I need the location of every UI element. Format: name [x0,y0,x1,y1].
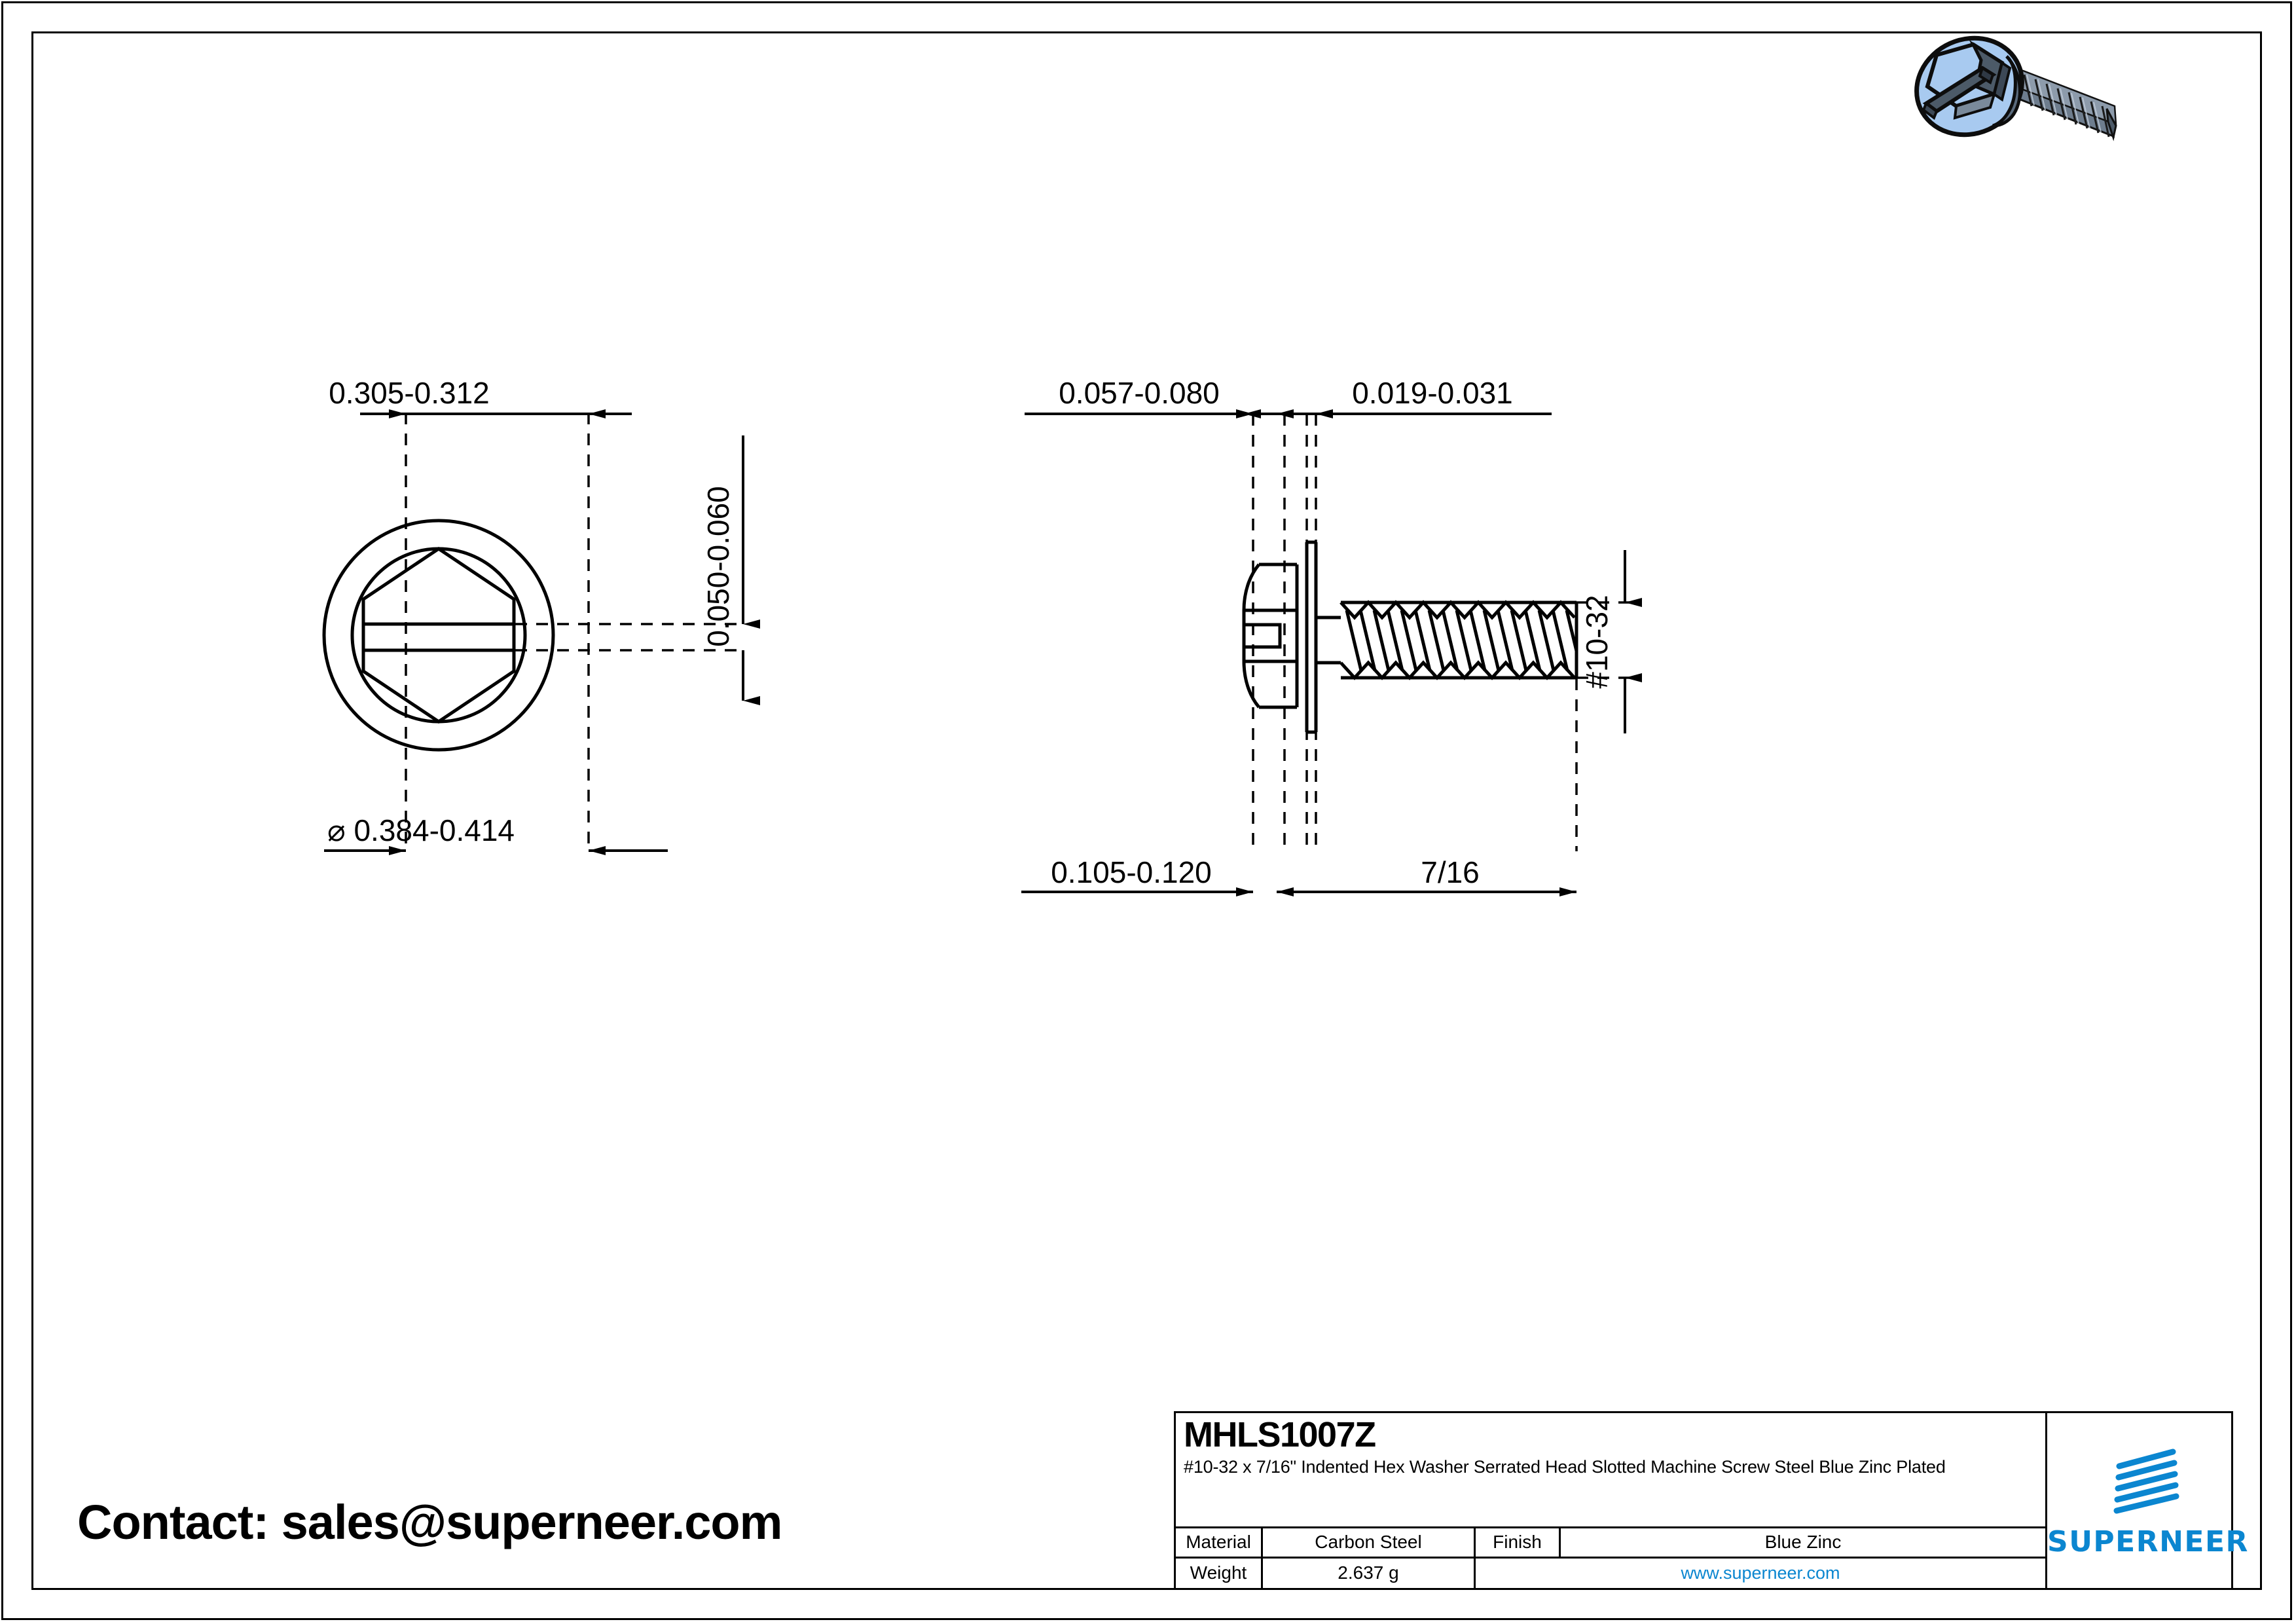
dim-label-thread-length: 7/16 [1421,855,1480,889]
dimension-labels: 0.305-0.312 0.050-0.060 ⌀ 0.384-0.414 0.… [327,376,1614,889]
sheet-inner-border [31,31,2262,1590]
part-number: MHLS1007Z [1184,1415,1376,1454]
iso-hex-head [1922,40,2012,120]
contact-text: Contact: sales@superneer.com [77,1495,782,1549]
material-value: Carbon Steel [1263,1528,1476,1557]
top-view-geometry [322,519,555,752]
website-link[interactable]: www.superneer.com [1681,1562,1840,1583]
weight-value: 2.637 g [1263,1558,1476,1588]
dim-label-slot-depth: 0.050-0.060 [701,486,735,647]
isometric-screw-render [1914,35,2117,141]
dim-label-head-height: 0.057-0.080 [1059,376,1220,410]
title-block: MHLS1007Z #10-32 x 7/16" Indented Hex Wa… [1174,1411,2248,1590]
dim-label-thread-size: #10-32 [1580,595,1614,688]
title-block-description-cell: MHLS1007Z #10-32 x 7/16" Indented Hex Wa… [1176,1413,2045,1528]
finish-label: Finish [1476,1528,1561,1557]
side-view-extension-lines [1252,414,1637,851]
brand-name: SUPERNEER [2047,1525,2249,1559]
superneer-logo-icon [2113,1449,2179,1514]
finish-value: Blue Zinc [1764,1532,1842,1553]
spec-row-weight: Weight 2.637 g www.superneer.com [1176,1558,2045,1588]
spec-row-material: Material Carbon Steel Finish Blue Zinc [1176,1528,2045,1559]
top-view-extension-lines [405,413,743,848]
dim-label-washer-thickness: 0.019-0.031 [1352,376,1513,410]
iso-shaft [2012,68,2117,141]
weight-label: Weight [1176,1558,1263,1588]
dim-label-slot-width: 0.105-0.120 [1051,855,1212,889]
dim-label-top-width: 0.305-0.312 [329,376,490,410]
title-block-info: MHLS1007Z #10-32 x 7/16" Indented Hex Wa… [1176,1413,2047,1588]
dim-label-top-diameter: ⌀ 0.384-0.414 [327,813,515,847]
material-label: Material [1176,1528,1263,1557]
side-view-geometry [1242,540,1578,734]
part-description: #10-32 x 7/16" Indented Hex Washer Serra… [1184,1457,1946,1477]
brand-block: SUPERNEER [2047,1413,2249,1588]
